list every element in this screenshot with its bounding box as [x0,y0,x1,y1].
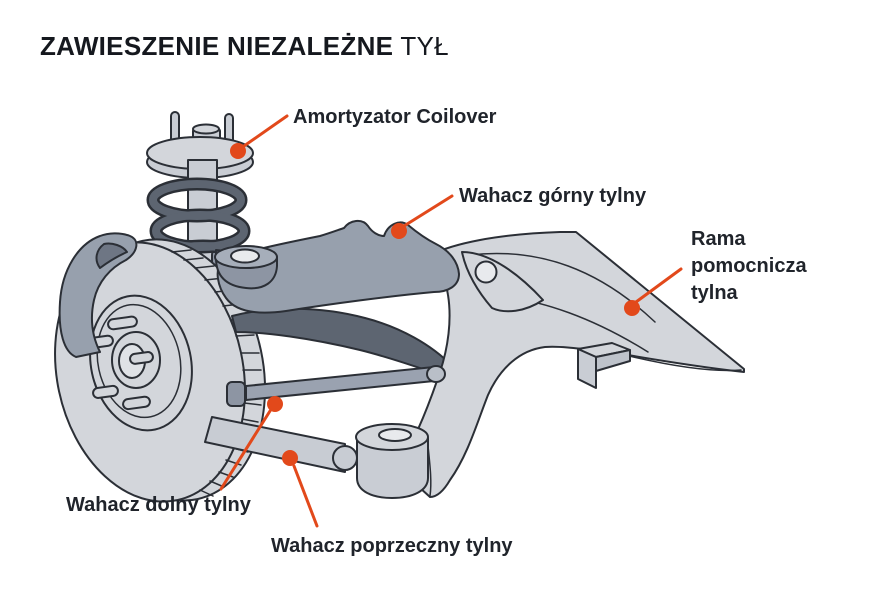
callouts-overlay [219,114,683,528]
leader-line-lower-arm [219,409,272,491]
lower-link-group [226,365,446,407]
subframe-flange-line [624,354,742,372]
callout-label-transverse-arm: Wahacz poprzeczny tylny [271,535,513,557]
callout-label-coilover: Amortyzator Coilover [293,106,497,128]
annotation-dot-transverse-arm [282,450,298,466]
leader-line-coilover [242,114,289,148]
diagram-title-main: ZAWIESZENIE NIEZALEŻNE [40,31,394,61]
transverse-arm [204,416,346,473]
subframe-mount-block [577,342,631,389]
leader-line-subframe [634,267,683,304]
lower-link-rod [245,366,435,401]
diagram-title-suffix: TYŁ [400,31,449,61]
lug-slots [84,315,154,411]
disc-hat-ring-outer [89,294,193,432]
leader-line-upper-arm [402,194,454,228]
gusset-hole [474,260,498,284]
mount-center-block-top [192,123,220,135]
annotation-dot-subframe [624,300,640,316]
callout-label-subframe: Rama pomocnicza tylna [691,228,807,304]
disc-hat-ring-inner [96,303,182,419]
diagram-title: ZAWIESZENIE NIEZALEŻNE TYŁ [40,32,449,61]
brake-caliper [58,232,138,358]
bushing-bore [378,428,412,442]
brake-caliper-group [58,232,138,358]
transverse-arm-group [204,416,358,473]
annotation-dot-lower-arm [267,396,283,412]
upper-arm-group [214,220,460,314]
bushing-body [356,437,429,499]
leader-line-transverse-arm [292,464,319,528]
annotation-dot-coilover [230,143,246,159]
annotation-dot-upper-arm [391,223,407,239]
bushing-group [355,423,429,499]
caliper-inner-shade [95,242,128,269]
rod-end-cap [426,365,446,383]
callout-label-lower-arm: Wahacz dolny tylny [66,494,251,516]
upper-arm-eye-bore [230,248,260,264]
rod-mount-lug [226,381,246,407]
upper-arm [216,220,460,314]
transverse-arm-eye [332,445,358,471]
callout-label-upper-arm: Wahacz górny tylny [459,185,647,207]
